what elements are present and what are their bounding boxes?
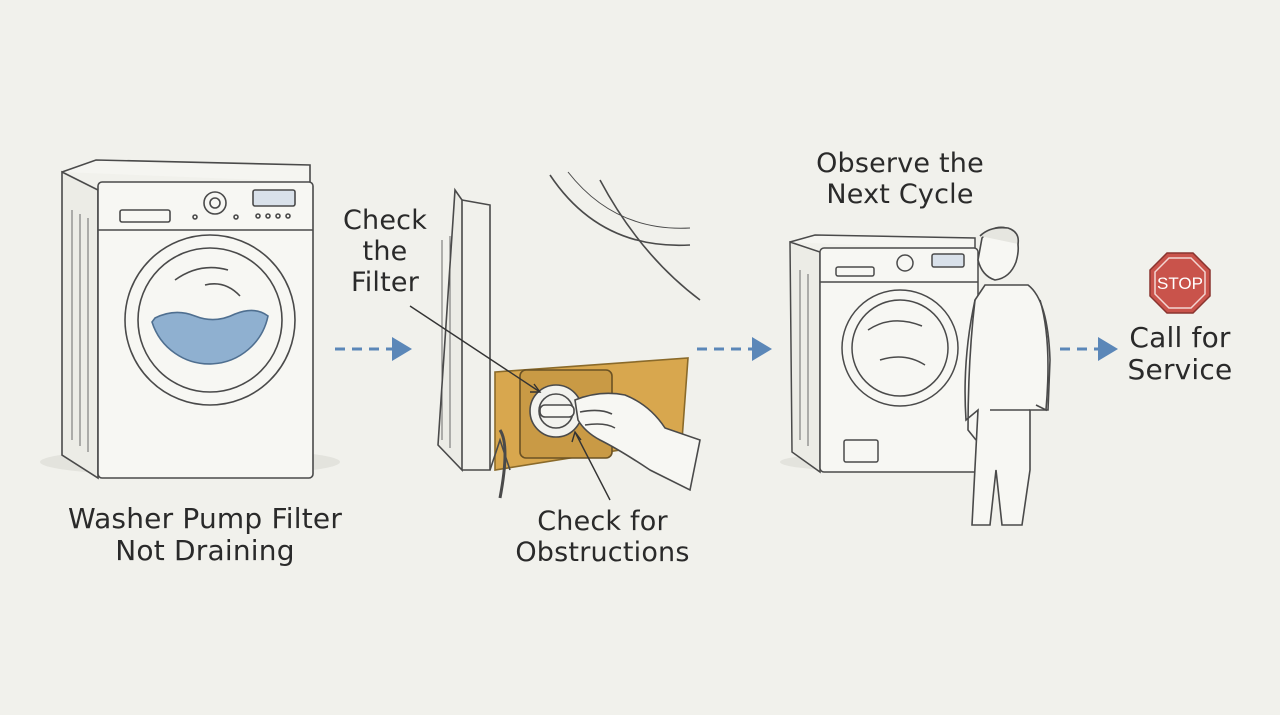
step-label-line: Observe the [816,148,984,179]
step-label-line: Call for [1129,321,1231,354]
step-label-line: Next Cycle [826,179,974,211]
flow-arrow-icon [1060,337,1118,361]
washing-machine-icon [780,234,1000,474]
flow-arrow-icon [335,337,412,361]
step-label-line: Not Draining [115,534,295,568]
person-icon [964,226,1051,526]
washing-machine-icon [40,159,340,480]
step-label-line: Check for [537,506,668,537]
step-label-line: Check [342,205,428,236]
stop-sign-icon: STOP [1149,252,1211,314]
step-label-line: Service [1127,353,1233,387]
step-label-observe: Observe the Next Cycle [800,148,1000,210]
step-label-washer: Washer Pump Filter Not Draining [50,502,360,568]
hand-icon [574,392,701,492]
step-label-line: the [362,236,408,268]
step-label-obstructions: Check for Obstructions [500,506,705,568]
step-label-line: Obstructions [515,537,690,569]
stop-sign-text: STOP [1157,274,1203,293]
pointer-lines [409,305,611,501]
step-label-line: Washer Pump Filter [67,502,343,535]
step-label-line: Filter [350,267,420,299]
step-label-filter: Check the Filter [330,205,440,298]
flow-arrow-icon [697,337,772,361]
step-label-service: Call for Service [1115,321,1245,387]
